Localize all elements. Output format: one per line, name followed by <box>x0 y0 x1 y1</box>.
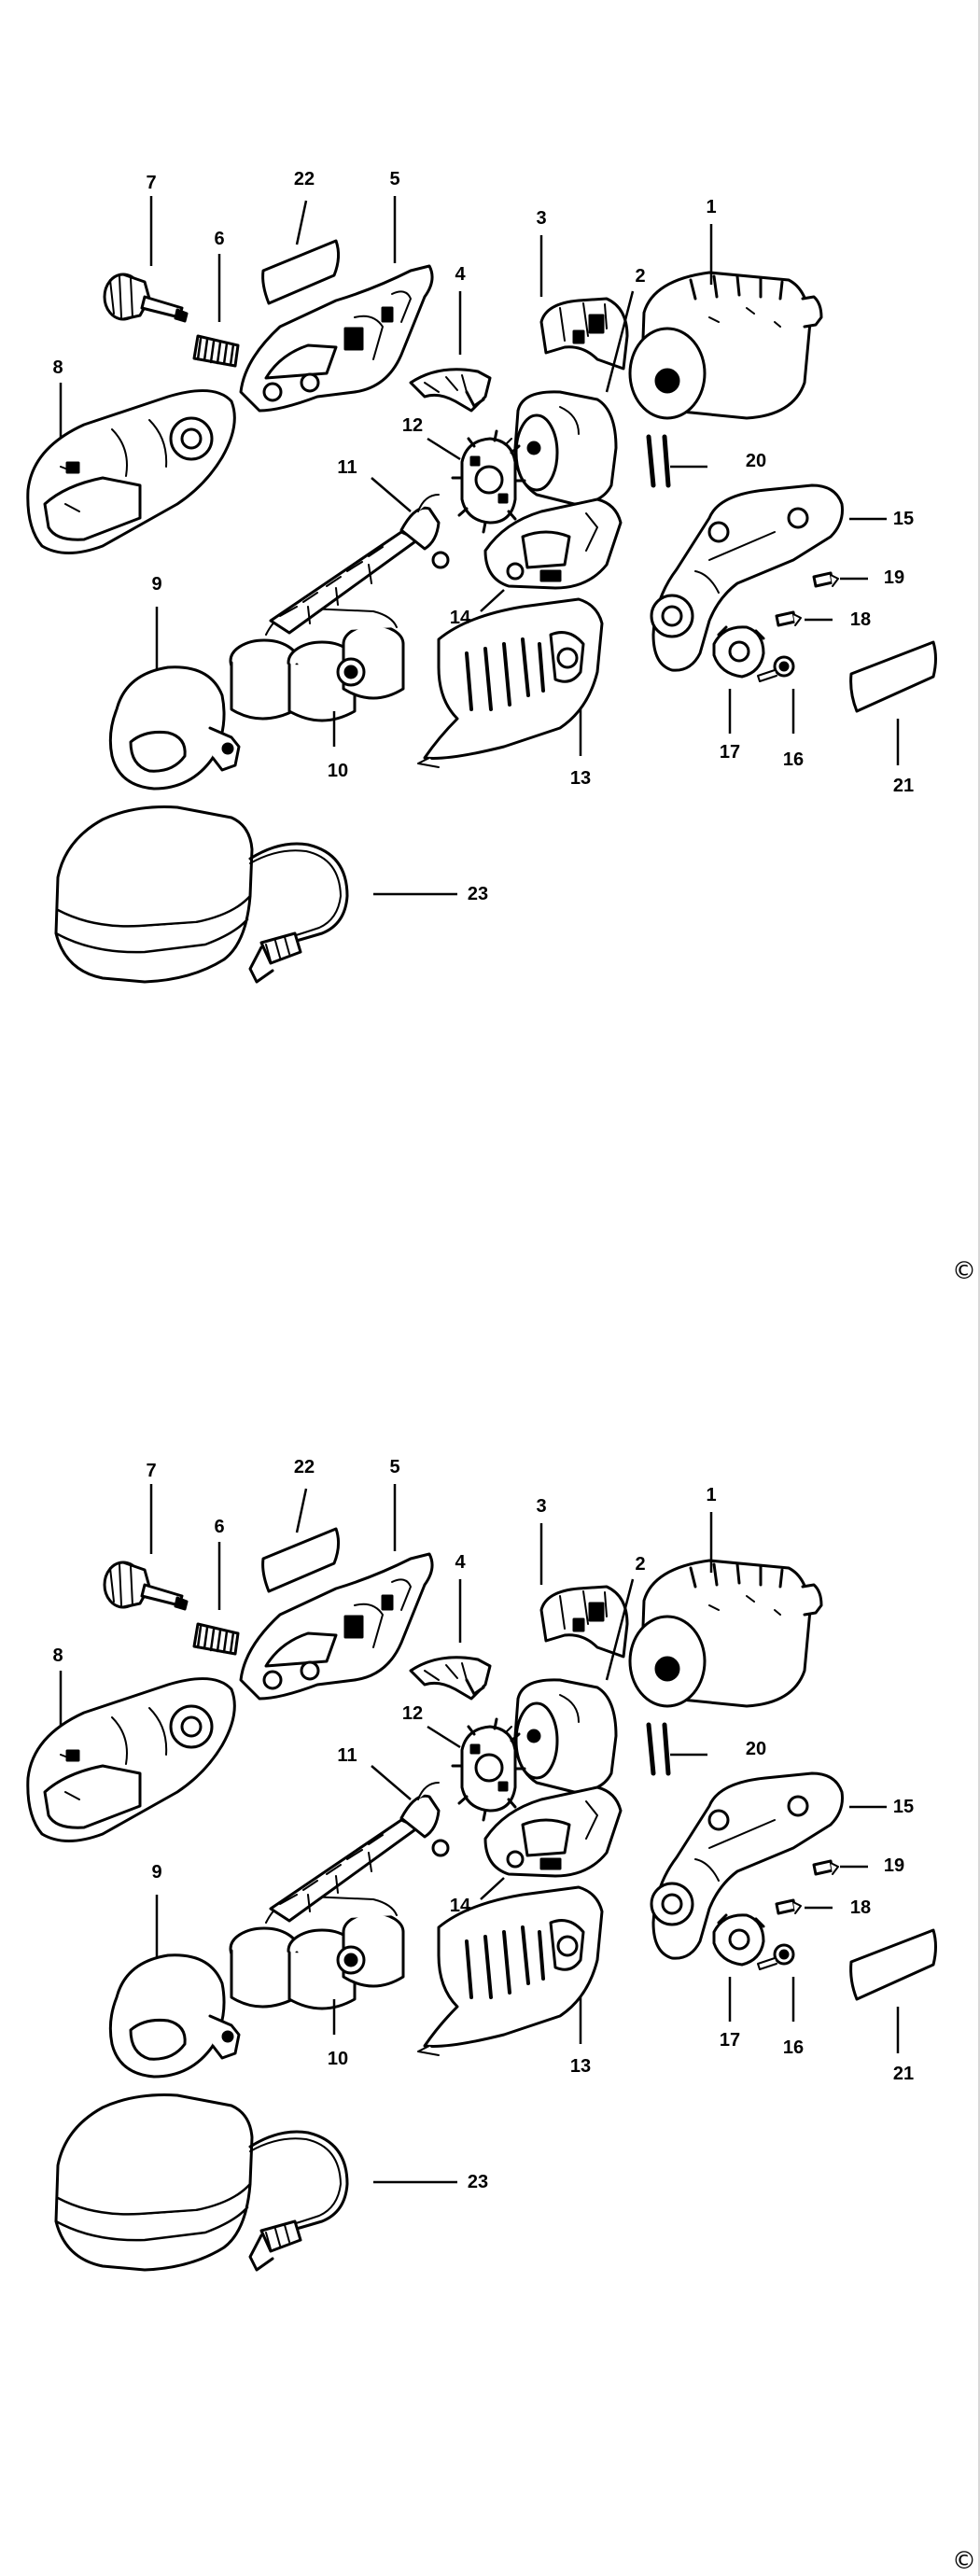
callout-8: 8 <box>52 1645 63 1666</box>
callout-10: 10 <box>328 2049 348 2069</box>
callout-12: 12 <box>402 1703 423 1724</box>
callout-4: 4 <box>455 264 466 285</box>
callout-16: 16 <box>783 2037 804 2058</box>
callout-18: 18 <box>850 1897 871 1918</box>
callout-14: 14 <box>450 608 471 628</box>
callout-6: 6 <box>214 229 224 249</box>
callout-13: 13 <box>570 2056 591 2077</box>
callout-20: 20 <box>746 1739 766 1759</box>
callout-16: 16 <box>783 749 804 770</box>
callout-15: 15 <box>893 1797 914 1817</box>
copyright-mark-upper: © <box>952 1257 976 1285</box>
callout-17: 17 <box>720 2030 740 2051</box>
callout-23: 23 <box>468 884 488 904</box>
callout-17: 17 <box>720 742 740 763</box>
callout-1: 1 <box>706 1485 716 1505</box>
callout-19: 19 <box>884 1855 904 1876</box>
callout-10: 10 <box>328 761 348 781</box>
callout-20: 20 <box>746 451 766 471</box>
callout-11: 11 <box>337 457 357 478</box>
callout-9: 9 <box>151 1862 161 1883</box>
callout-5: 5 <box>389 169 399 189</box>
callout-15: 15 <box>893 509 914 529</box>
callout-13: 13 <box>570 768 591 789</box>
callout-21: 21 <box>893 2064 914 2084</box>
callout-21: 21 <box>893 776 914 796</box>
callout-7: 7 <box>146 1461 156 1481</box>
callout-22: 22 <box>294 169 315 189</box>
callout-3: 3 <box>536 1496 546 1517</box>
callout-19: 19 <box>884 567 904 588</box>
callout-22: 22 <box>294 1457 315 1477</box>
callout-6: 6 <box>214 1517 224 1537</box>
callout-8: 8 <box>52 357 63 378</box>
copyright-mark-lower: © <box>952 2547 976 2575</box>
callout-2: 2 <box>635 266 645 287</box>
callout-14: 14 <box>450 1896 471 1916</box>
callout-18: 18 <box>850 609 871 630</box>
callout-3: 3 <box>536 208 546 229</box>
callout-5: 5 <box>389 1457 399 1477</box>
callout-9: 9 <box>151 574 161 595</box>
callout-2: 2 <box>635 1554 645 1575</box>
callout-7: 7 <box>146 173 156 193</box>
callout-1: 1 <box>706 197 716 217</box>
callout-4: 4 <box>455 1552 466 1573</box>
callout-23: 23 <box>468 2172 488 2192</box>
page-edge-line <box>978 0 980 2576</box>
callout-12: 12 <box>402 415 423 436</box>
callout-11: 11 <box>337 1745 357 1766</box>
